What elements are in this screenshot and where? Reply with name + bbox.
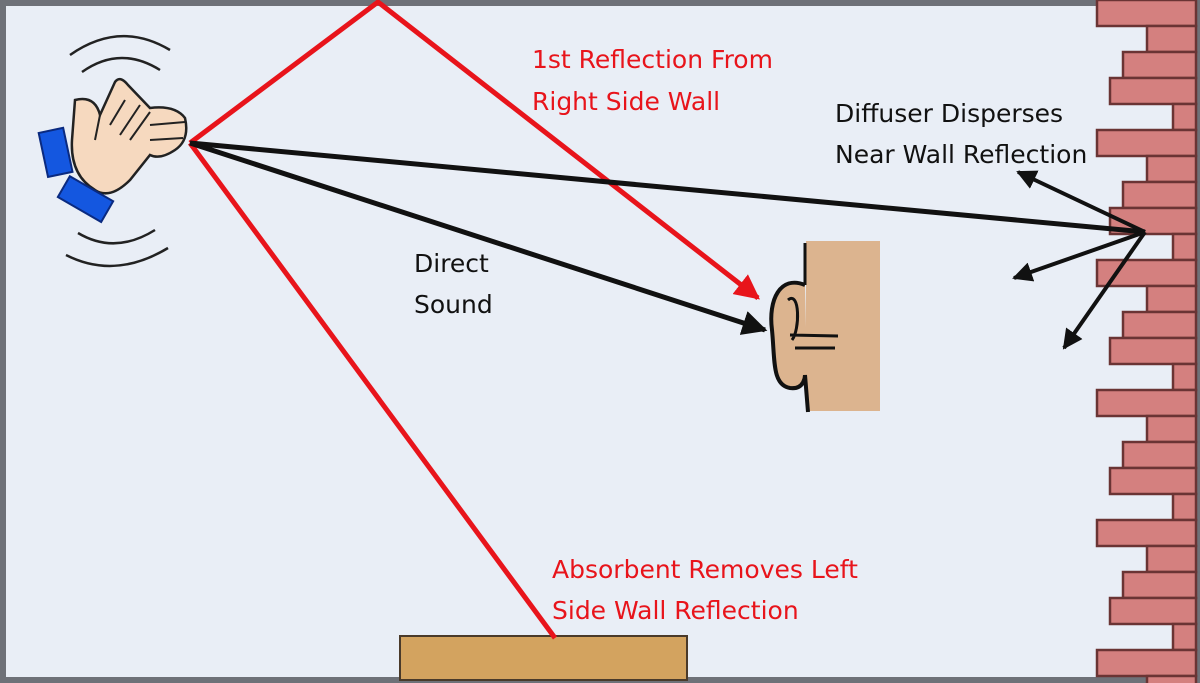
- clapping-hands-icon: [37, 34, 188, 268]
- brick: [1171, 232, 1198, 262]
- brick: [1095, 518, 1198, 548]
- brick: [1171, 362, 1198, 392]
- absorbent-panel: [399, 635, 688, 681]
- brick: [1095, 0, 1198, 28]
- brick: [1145, 24, 1198, 54]
- brick: [1145, 544, 1198, 574]
- left-wall-reflection-ray: [187, 141, 558, 640]
- diffused-ray-mid: [1012, 230, 1146, 282]
- brick: [1108, 336, 1198, 366]
- brick: [1121, 440, 1198, 470]
- brick: [1145, 154, 1198, 184]
- listener-ear-icon: [769, 241, 880, 413]
- direct-sound-ray: [189, 140, 768, 335]
- brick: [1095, 258, 1198, 288]
- brick: [1121, 50, 1198, 80]
- brick: [1095, 648, 1198, 678]
- brick: [1171, 622, 1198, 652]
- brick: [1121, 570, 1198, 600]
- right-wall-reflection-ray: [188, 0, 760, 300]
- brick: [1108, 596, 1198, 626]
- brick: [1145, 414, 1198, 444]
- brick: [1171, 492, 1198, 522]
- near-wall-ray: [189, 140, 1146, 235]
- brick: [1121, 310, 1198, 340]
- brick: [1121, 180, 1198, 210]
- brick: [1108, 466, 1198, 496]
- brick: [1108, 76, 1198, 106]
- brick: [1095, 388, 1198, 418]
- brick: [1145, 674, 1198, 683]
- diffused-ray-up: [1016, 170, 1146, 234]
- brick: [1095, 128, 1198, 158]
- brick: [1145, 284, 1198, 314]
- brick: [1171, 102, 1198, 132]
- diffused-ray-down: [1062, 230, 1147, 350]
